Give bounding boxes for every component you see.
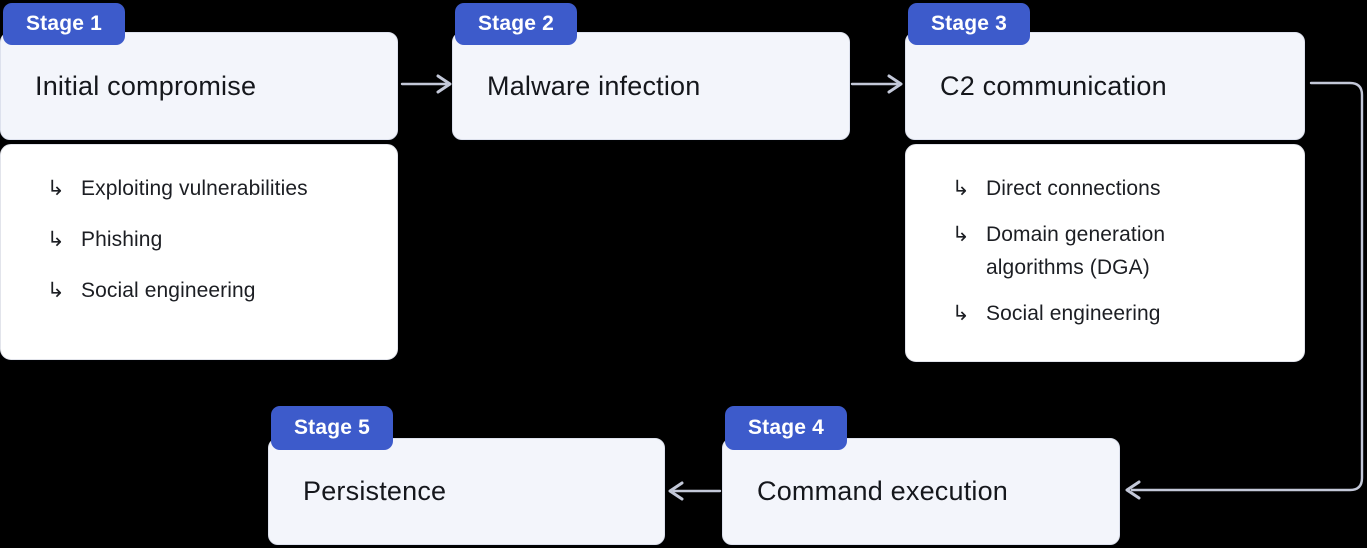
- stage-1-detail-panel: ↳ Exploiting vulnerabilities ↳ Phishing …: [0, 144, 398, 360]
- stage-3-badge: Stage 3: [908, 3, 1030, 45]
- list-item: ↳ Direct connections: [952, 172, 1288, 205]
- list-item: ↳ Social engineering: [47, 274, 381, 307]
- stage-3-card: C2 communication: [905, 32, 1305, 140]
- branch-arrow-icon: ↳: [47, 227, 65, 251]
- stage-3-title: C2 communication: [940, 70, 1167, 101]
- arrow-stage2-to-stage3-head: [887, 74, 903, 94]
- branch-arrow-icon: ↳: [47, 278, 65, 302]
- stage-5-badge-label: Stage 5: [293, 416, 371, 439]
- stage-3-badge-label: Stage 3: [930, 12, 1008, 35]
- stage-2-badge: Stage 2: [455, 3, 577, 45]
- stage-4-badge: Stage 4: [725, 406, 847, 450]
- stage-4-title: Command execution: [757, 476, 1009, 506]
- list-item-text: Phishing: [81, 228, 163, 251]
- list-item: ↳ Domain generation algorithms (DGA): [952, 218, 1288, 284]
- list-item-text: Domain generation algorithms (DGA): [986, 223, 1166, 279]
- connector-stage3-to-stage4: [1130, 81, 1364, 492]
- connector-stage3-to-stage4-head: [1125, 480, 1141, 500]
- list-item-text: Exploiting vulnerabilities: [81, 177, 308, 200]
- stage-2-card: Malware infection: [452, 32, 850, 140]
- arrow-stage1-to-stage2-head: [436, 74, 452, 94]
- stage-5-card: Persistence: [268, 438, 665, 545]
- list-item: ↳ Exploiting vulnerabilities: [47, 172, 381, 205]
- list-item-text: Social engineering: [986, 302, 1161, 325]
- list-item: ↳ Social engineering: [952, 297, 1288, 330]
- stage-3-detail-panel: ↳ Direct connections ↳ Domain generation…: [905, 144, 1305, 362]
- stage-1-card: Initial compromise: [0, 32, 398, 140]
- branch-arrow-icon: ↳: [952, 222, 970, 246]
- list-item: ↳ Phishing: [47, 223, 381, 256]
- stage-5-title: Persistence: [303, 476, 447, 506]
- stage-4-card: Command execution: [722, 438, 1120, 545]
- stage-5-badge: Stage 5: [271, 406, 393, 450]
- list-item-text: Social engineering: [81, 279, 256, 302]
- stage-2-title: Malware infection: [487, 70, 701, 101]
- stage-4-badge-label: Stage 4: [747, 416, 825, 439]
- arrow-stage4-to-stage5-head: [668, 481, 684, 501]
- stage-2-badge-label: Stage 2: [477, 12, 555, 35]
- stage-1-title: Initial compromise: [35, 70, 257, 101]
- branch-arrow-icon: ↳: [952, 176, 970, 200]
- branch-arrow-icon: ↳: [952, 301, 970, 325]
- stage-1-badge-label: Stage 1: [25, 12, 103, 35]
- branch-arrow-icon: ↳: [47, 176, 65, 200]
- stage-1-badge: Stage 1: [3, 3, 125, 45]
- list-item-text: Direct connections: [986, 177, 1161, 200]
